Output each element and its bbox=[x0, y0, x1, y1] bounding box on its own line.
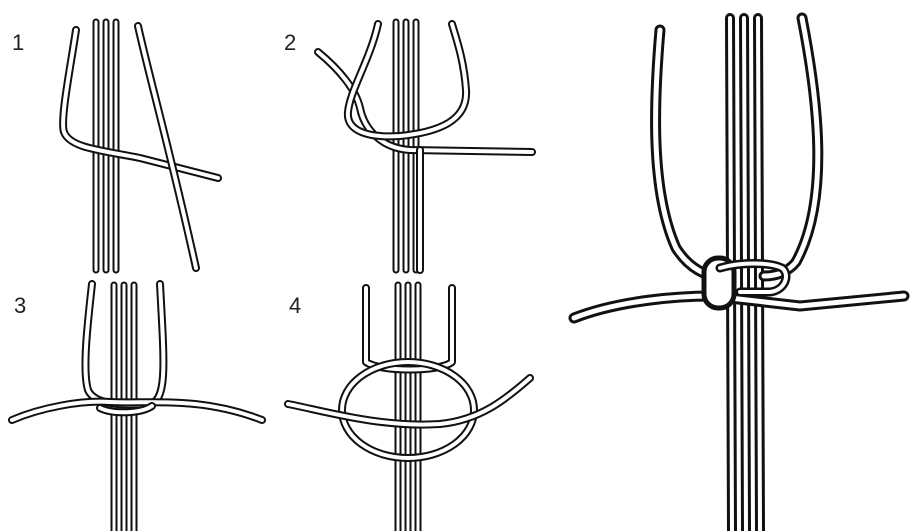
panel-step-2 bbox=[318, 22, 532, 270]
panel-step-4 bbox=[288, 285, 530, 531]
panel-finished-knot bbox=[574, 18, 904, 531]
right-working-cord-1 bbox=[138, 26, 196, 268]
panel-step-1 bbox=[63, 22, 218, 270]
step-number-2: 2 bbox=[284, 30, 296, 56]
panel-step-3 bbox=[12, 284, 262, 531]
step-number-3: 3 bbox=[14, 293, 26, 319]
step-number-4: 4 bbox=[289, 293, 301, 319]
filler-cords-4 bbox=[398, 285, 418, 531]
filler-cords-1 bbox=[96, 22, 116, 270]
working-cords-final bbox=[574, 18, 904, 318]
step-number-1: 1 bbox=[12, 30, 24, 56]
